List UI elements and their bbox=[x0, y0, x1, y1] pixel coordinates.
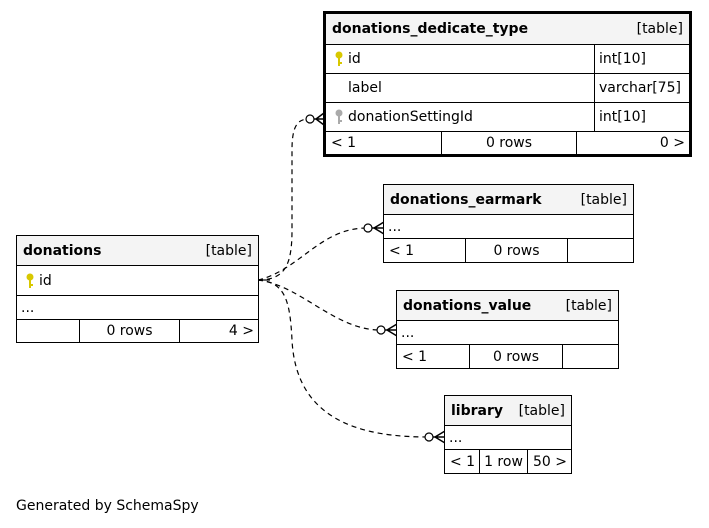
table-header: donations_earmark [table] bbox=[384, 185, 633, 215]
footer-children[interactable]: 0 > bbox=[659, 135, 685, 151]
columns-ellipsis: ... bbox=[384, 215, 633, 239]
columns-ellipsis: ... bbox=[397, 321, 618, 345]
table-header: donations [table] bbox=[17, 236, 258, 266]
footer-parents[interactable]: < 1 bbox=[402, 348, 428, 365]
link-donations-library bbox=[257, 279, 429, 438]
column-type: int[10] bbox=[594, 103, 689, 131]
footer-parents[interactable]: < 1 bbox=[389, 242, 415, 259]
primary-key-icon bbox=[330, 51, 348, 67]
table-donations[interactable]: donations [table] id ... 0 rows 4 > bbox=[16, 235, 259, 343]
table-footer: < 1 1 row 50 > bbox=[445, 450, 571, 473]
table-footer: < 1 0 rows bbox=[397, 345, 618, 368]
footer-children[interactable] bbox=[568, 239, 633, 262]
footer-row-count: 1 row bbox=[479, 450, 528, 473]
column-type: varchar[75] bbox=[594, 74, 689, 102]
column-row[interactable]: donationSettingId int[10] bbox=[326, 103, 689, 132]
footer-row-count: 0 rows bbox=[465, 239, 568, 262]
footer-row-count: 0 rows bbox=[79, 320, 180, 342]
table-header: donations_value [table] bbox=[397, 291, 618, 321]
column-type: int[10] bbox=[594, 45, 689, 73]
link-donations-earmark bbox=[257, 227, 368, 281]
footer-row-count: 0 rows bbox=[441, 132, 577, 154]
footer-children[interactable] bbox=[563, 345, 618, 368]
table-kind: [table] bbox=[580, 191, 627, 208]
column-row[interactable]: id int[10] bbox=[326, 45, 689, 74]
generated-by-note: Generated by SchemaSpy bbox=[16, 498, 199, 514]
footer-parents[interactable] bbox=[17, 320, 79, 342]
footer-parents[interactable]: < 1 bbox=[450, 453, 476, 470]
table-donations-value[interactable]: donations_value [table] ... < 1 0 rows bbox=[396, 290, 619, 369]
crowfoot-markers bbox=[305, 114, 434, 442]
footer-row-count: 0 rows bbox=[469, 345, 563, 368]
table-donations-earmark[interactable]: donations_earmark [table] ... < 1 0 rows bbox=[383, 184, 634, 263]
footer-children[interactable]: 4 > bbox=[228, 323, 254, 339]
column-row[interactable]: label varchar[75] bbox=[326, 74, 689, 103]
columns-ellipsis: ... bbox=[17, 296, 258, 320]
table-library[interactable]: library [table] ... < 1 1 row 50 > bbox=[444, 395, 572, 474]
column-row[interactable]: id bbox=[17, 266, 258, 296]
column-name: id bbox=[348, 51, 361, 67]
column-name: donationSettingId bbox=[348, 109, 473, 125]
table-kind: [table] bbox=[636, 21, 683, 37]
table-footer: 0 rows 4 > bbox=[17, 320, 258, 342]
table-name: donations_earmark bbox=[390, 191, 542, 208]
table-name: donations bbox=[23, 242, 102, 259]
link-donations-value bbox=[257, 279, 381, 331]
link-donations-dedicate-type bbox=[257, 118, 310, 281]
column-name: id bbox=[39, 272, 52, 289]
table-name: donations_dedicate_type bbox=[332, 21, 529, 37]
table-name: library bbox=[451, 402, 504, 419]
table-kind: [table] bbox=[565, 297, 612, 314]
columns-ellipsis: ... bbox=[445, 426, 571, 450]
table-footer: < 1 0 rows 0 > bbox=[326, 132, 689, 154]
primary-key-icon bbox=[21, 273, 39, 289]
table-name: donations_value bbox=[403, 297, 532, 314]
table-footer: < 1 0 rows bbox=[384, 239, 633, 262]
footer-parents[interactable]: < 1 bbox=[331, 135, 357, 151]
table-header: library [table] bbox=[445, 396, 571, 426]
table-donations-dedicate-type[interactable]: donations_dedicate_type [table] id int[1… bbox=[323, 11, 692, 157]
table-kind: [table] bbox=[205, 242, 252, 259]
table-kind: [table] bbox=[518, 402, 565, 419]
footer-children[interactable]: 50 > bbox=[533, 453, 567, 470]
foreign-key-icon bbox=[330, 109, 348, 125]
table-header: donations_dedicate_type [table] bbox=[326, 14, 689, 45]
column-name: label bbox=[348, 80, 382, 96]
